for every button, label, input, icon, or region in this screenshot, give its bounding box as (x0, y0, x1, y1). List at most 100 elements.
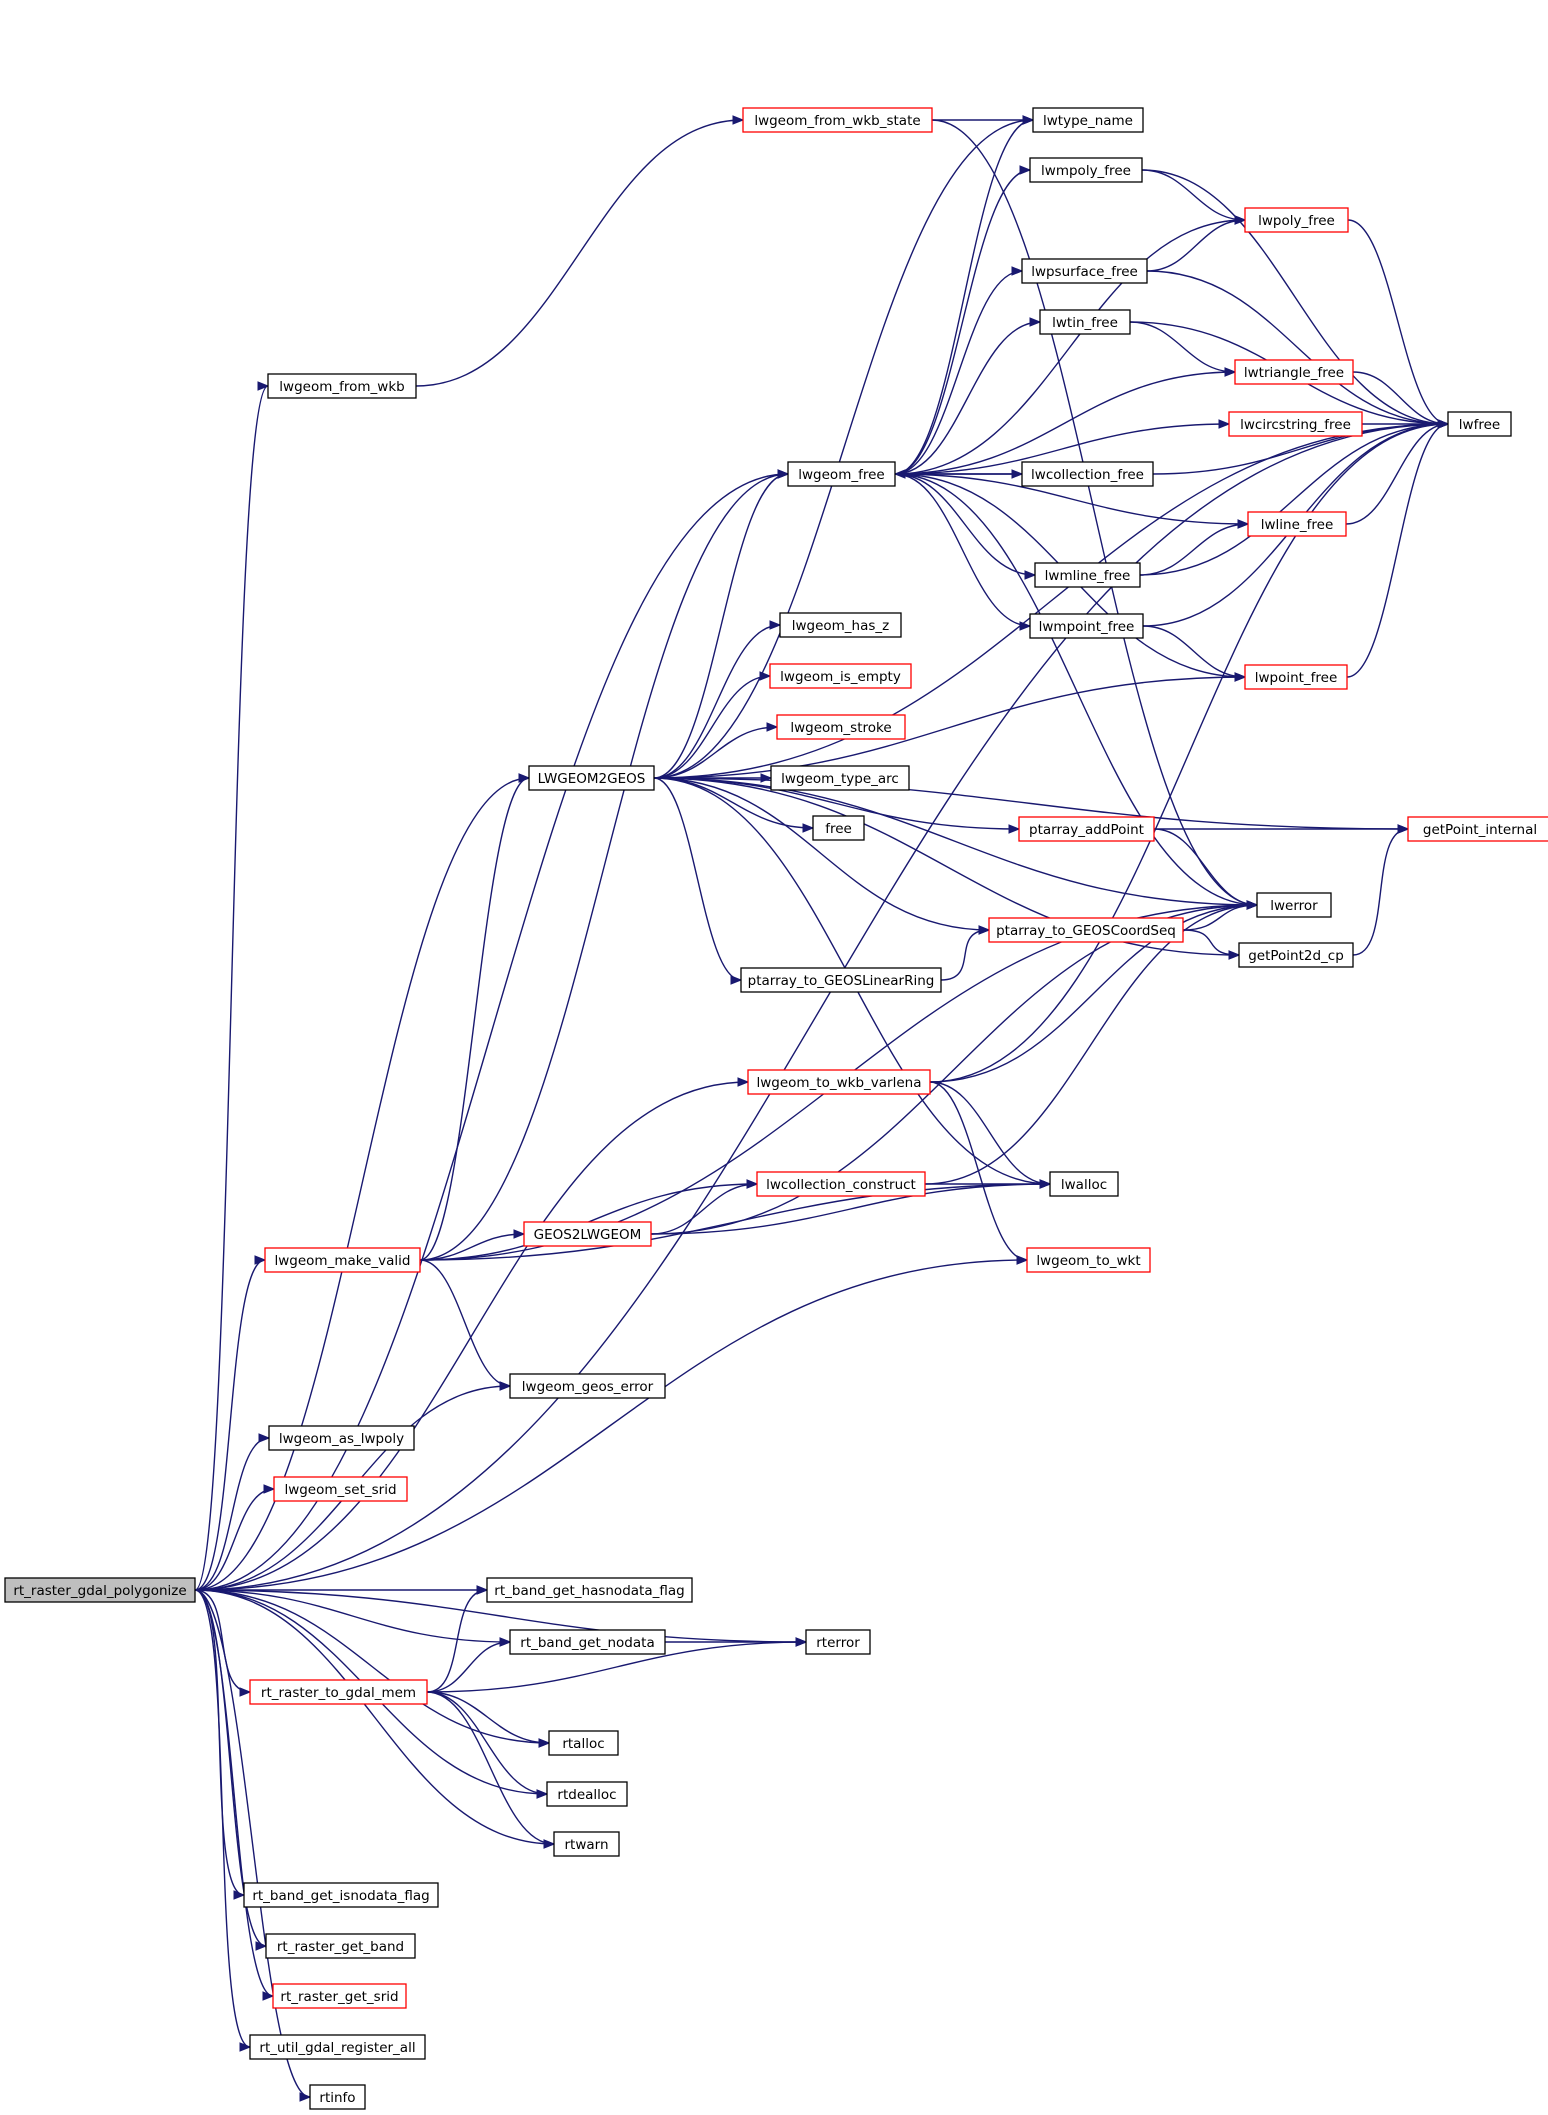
node-lwline_free[interactable]: lwline_free (1247, 511, 1347, 537)
edge-lwgeom_from_wkb-to-lwgeom_from_wkb_state (415, 115, 745, 387)
node-rt_band_get_isnodata_flag[interactable]: rt_band_get_isnodata_flag (243, 1882, 439, 1908)
edge-line (419, 777, 530, 1261)
edge-arrowhead (1039, 1179, 1052, 1189)
node-lwmpoly_free[interactable]: lwmpoly_free (1029, 157, 1143, 183)
node-lwgeom_set_srid[interactable]: lwgeom_set_srid (273, 1476, 408, 1502)
edge-arrowhead (258, 1433, 271, 1443)
node-box (812, 815, 865, 841)
node-lwfree[interactable]: lwfree (1447, 411, 1512, 437)
node-lwtype_name[interactable]: lwtype_name (1032, 107, 1144, 133)
node-ptarray_to_GEOSCoordSeq[interactable]: ptarray_to_GEOSCoordSeq (988, 917, 1184, 943)
node-box (546, 1781, 628, 1807)
node-label: rtalloc (562, 1736, 604, 1752)
node-box (265, 1933, 416, 1959)
node-lwgeom_from_wkb[interactable]: lwgeom_from_wkb (267, 373, 417, 399)
edge-line (194, 385, 269, 1591)
node-lwmpoint_free[interactable]: lwmpoint_free (1029, 613, 1144, 639)
node-rtalloc[interactable]: rtalloc (548, 1730, 619, 1756)
node-lwgeom_free[interactable]: lwgeom_free (787, 461, 896, 487)
edge-arrowhead (536, 1789, 549, 1799)
edge-arrowhead (1228, 950, 1241, 960)
node-lwpoly_free[interactable]: lwpoly_free (1244, 207, 1349, 233)
node-lwgeom_geos_error[interactable]: lwgeom_geos_error (509, 1373, 666, 1399)
edge-rt_raster_to_gdal_mem-to-rtwarn (426, 1691, 556, 1849)
node-label: lwalloc (1061, 1177, 1107, 1193)
edge-lwpoint_free-to-lwfree (1346, 419, 1450, 678)
edge-line (1146, 270, 1449, 425)
node-box (1029, 613, 1144, 639)
node-getPoint2d_cp[interactable]: getPoint2d_cp (1238, 942, 1354, 968)
node-ptarray_addPoint[interactable]: ptarray_addPoint (1018, 816, 1155, 842)
edge-line (653, 423, 1449, 779)
node-lwalloc[interactable]: lwalloc (1049, 1171, 1119, 1197)
node-box (770, 765, 910, 791)
node-lwcollection_free[interactable]: lwcollection_free (1021, 461, 1154, 487)
node-rtdealloc[interactable]: rtdealloc (546, 1781, 628, 1807)
node-rtwarn[interactable]: rtwarn (553, 1831, 620, 1857)
node-getPoint_internal[interactable]: getPoint_internal (1407, 816, 1548, 842)
node-lwgeom_type_arc[interactable]: lwgeom_type_arc (770, 765, 910, 791)
edge-line (1141, 169, 1449, 425)
node-label: lwcircstring_free (1240, 417, 1351, 433)
node-label: lwpoly_free (1258, 213, 1335, 229)
node-lwgeom_has_z[interactable]: lwgeom_has_z (779, 612, 902, 638)
node-rt_raster_get_band[interactable]: rt_raster_get_band (265, 1933, 416, 1959)
node-lwgeom_is_empty[interactable]: lwgeom_is_empty (769, 663, 912, 689)
node-lwcollection_construct[interactable]: lwcollection_construct (756, 1171, 926, 1197)
edge-arrowhead (730, 975, 743, 985)
node-lwgeom_to_wkb_varlena[interactable]: lwgeom_to_wkb_varlena (747, 1069, 931, 1095)
node-lwcircstring_free[interactable]: lwcircstring_free (1228, 411, 1363, 437)
edge-arrowhead (978, 925, 991, 935)
node-box (1029, 157, 1143, 183)
node-box (1049, 1171, 1119, 1197)
node-rt_band_get_hasnodata_flag[interactable]: rt_band_get_hasnodata_flag (486, 1577, 693, 1603)
node-label: lwmpoint_free (1039, 619, 1135, 635)
node-box (779, 612, 902, 638)
edge-arrowhead (239, 2042, 252, 2052)
edge-line (426, 1691, 548, 1795)
edge-root-to-lwgeom_as_lwpoly (194, 1433, 271, 1591)
node-lwgeom_stroke[interactable]: lwgeom_stroke (776, 714, 906, 740)
node-rt_raster_get_srid[interactable]: rt_raster_get_srid (272, 1983, 407, 2009)
node-ptarray_to_GEOSLinearRing[interactable]: ptarray_to_GEOSLinearRing (740, 967, 942, 993)
node-lwerror[interactable]: lwerror (1256, 892, 1332, 918)
edge-lwgeom_to_wkb_varlena-to-lwfree (929, 419, 1450, 1083)
edge-lwgeom_free-to-lwmpoly_free (894, 165, 1032, 475)
node-lwpsurface_free[interactable]: lwpsurface_free (1021, 258, 1148, 284)
node-box (509, 1629, 666, 1655)
node-lwtriangle_free[interactable]: lwtriangle_free (1234, 359, 1354, 385)
node-lwmline_free[interactable]: lwmline_free (1034, 562, 1141, 588)
edge-line (194, 1259, 1028, 1591)
node-rt_raster_to_gdal_mem[interactable]: rt_raster_to_gdal_mem (249, 1679, 428, 1705)
node-lwgeom_make_valid[interactable]: lwgeom_make_valid (264, 1247, 421, 1273)
node-label: lwcollection_construct (766, 1177, 916, 1193)
edge-arrowhead (759, 671, 772, 681)
node-lwtin_free[interactable]: lwtin_free (1039, 309, 1131, 335)
edge-line (1142, 625, 1246, 678)
node-free[interactable]: free (812, 815, 865, 841)
node-lwpoint_free[interactable]: lwpoint_free (1244, 664, 1348, 690)
edge-arrowhead (732, 115, 745, 125)
node-root[interactable]: rt_raster_gdal_polygonize (4, 1577, 196, 1603)
edge-LWGEOM2GEOS-to-lwtype_name (653, 115, 1035, 779)
node-label: lwpsurface_free (1031, 264, 1138, 280)
node-LWGEOM2GEOS[interactable]: LWGEOM2GEOS (528, 765, 655, 791)
edge-arrowhead (795, 1637, 808, 1647)
node-lwgeom_to_wkt[interactable]: lwgeom_to_wkt (1026, 1247, 1151, 1273)
node-rt_util_gdal_register_all[interactable]: rt_util_gdal_register_all (249, 2034, 426, 2060)
edge-lwgeom_to_wkb_varlena-to-lwgeom_to_wkt (929, 1081, 1029, 1265)
edge-lwpsurface_free-to-lwfree (1146, 270, 1450, 429)
node-label: ptarray_addPoint (1029, 822, 1144, 838)
node-rterror[interactable]: rterror (805, 1629, 871, 1655)
node-lwgeom_from_wkb_state[interactable]: lwgeom_from_wkb_state (742, 107, 933, 133)
node-rt_band_get_nodata[interactable]: rt_band_get_nodata (509, 1629, 666, 1655)
node-label: rtwarn (564, 1837, 608, 1853)
edge-arrowhead (1237, 519, 1250, 529)
node-rtinfo[interactable]: rtinfo (309, 2084, 366, 2110)
edge-rt_band_get_nodata-to-rterror (665, 1637, 808, 1647)
edge-arrowhead (1024, 570, 1037, 580)
node-box (740, 967, 942, 993)
node-lwgeom_as_lwpoly[interactable]: lwgeom_as_lwpoly (268, 1425, 415, 1451)
node-GEOS2LWGEOM[interactable]: GEOS2LWGEOM (523, 1221, 652, 1247)
